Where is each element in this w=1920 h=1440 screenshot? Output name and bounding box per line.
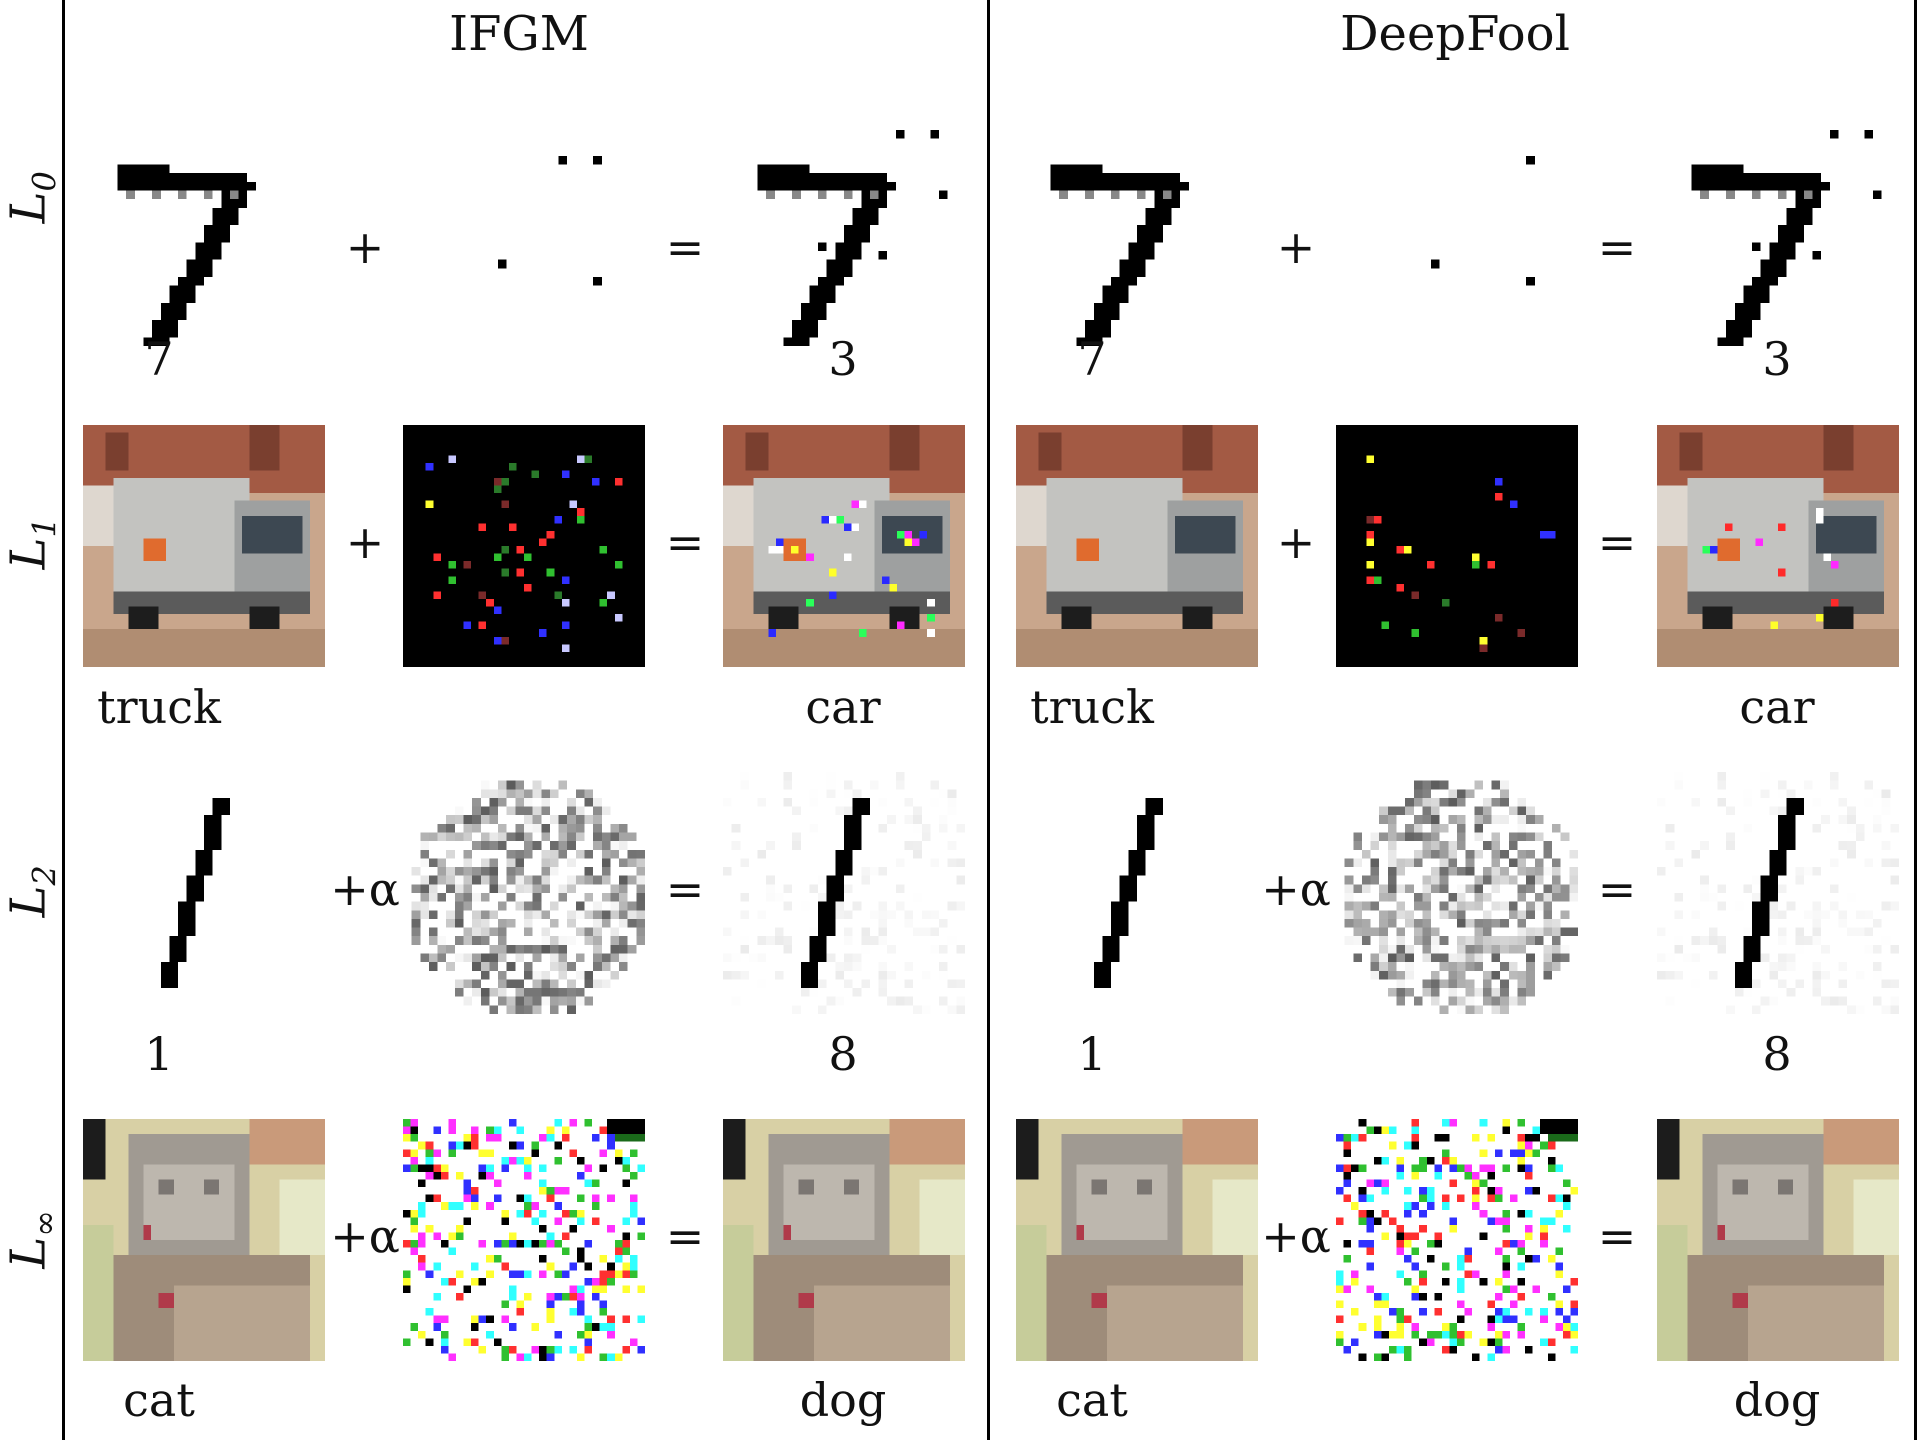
deepfool-l2-plus-operator: +α — [1261, 862, 1331, 916]
deepfool-l2-adversarial-image — [1657, 772, 1899, 1014]
ifgm-l2-adversarial-image-canvas — [723, 772, 965, 1014]
ifgm-l2-perturbation-image — [403, 772, 645, 1014]
deepfool-l0-original-image-canvas — [1016, 130, 1258, 372]
deepfool-linf-original-label: cat — [1056, 1373, 1128, 1427]
ifgm-l0-plus-operator: + — [345, 220, 385, 274]
deepfool-linf-perturbation-image — [1336, 1119, 1578, 1361]
deepfool-linf-plus-operator: +α — [1261, 1209, 1331, 1263]
row-label-linf: L∞ — [0, 1210, 64, 1269]
ifgm-l0-original-image — [83, 130, 325, 372]
deepfool-l0-adversarial-label: 3 — [1762, 332, 1792, 386]
deepfool-l1-plus-operator: + — [1276, 515, 1316, 569]
deepfool-linf-adversarial-label: dog — [1733, 1373, 1821, 1427]
ifgm-linf-perturbation-image-canvas — [403, 1119, 645, 1361]
deepfool-l0-plus-operator: + — [1276, 220, 1316, 274]
deepfool-l1-adversarial-label: car — [1739, 680, 1815, 734]
deepfool-l0-perturbation-image-canvas — [1336, 130, 1578, 372]
deepfool-l0-original-image — [1016, 130, 1258, 372]
ifgm-l0-original-label: 7 — [144, 332, 174, 386]
ifgm-l2-plus-operator: +α — [330, 862, 400, 916]
ifgm-l0-perturbation-image-canvas — [403, 130, 645, 372]
ifgm-l1-original-label: truck — [97, 680, 221, 734]
row-label-l0: L0 — [0, 171, 64, 224]
row-label-l2: L2 — [0, 865, 64, 918]
deepfool-l1-perturbation-image — [1336, 425, 1578, 667]
ifgm-linf-perturbation-image — [403, 1119, 645, 1361]
deepfool-l2-perturbation-image-canvas — [1336, 772, 1578, 1014]
ifgm-l2-original-label: 1 — [144, 1027, 174, 1081]
deepfool-l1-equals-operator: = — [1597, 515, 1637, 569]
deepfool-l1-original-image-canvas — [1016, 425, 1258, 667]
deepfool-l1-adversarial-image — [1657, 425, 1899, 667]
ifgm-l1-adversarial-label: car — [805, 680, 881, 734]
ifgm-l0-adversarial-image-canvas — [723, 130, 965, 372]
ifgm-l0-adversarial-label: 3 — [828, 332, 858, 386]
deepfool-l2-original-image — [1016, 772, 1258, 1014]
ifgm-l0-equals-operator: = — [665, 220, 705, 274]
ifgm-l1-adversarial-image — [723, 425, 965, 667]
row-label-l1: L1 — [0, 517, 64, 570]
ifgm-l2-equals-operator: = — [665, 862, 705, 916]
ifgm-l1-original-image — [83, 425, 325, 667]
ifgm-linf-original-image — [83, 1119, 325, 1361]
deepfool-linf-adversarial-image-canvas — [1657, 1119, 1899, 1361]
ifgm-l0-perturbation-image — [403, 130, 645, 372]
ifgm-l1-perturbation-image-canvas — [403, 425, 645, 667]
deepfool-linf-original-image — [1016, 1119, 1258, 1361]
ifgm-l1-plus-operator: + — [345, 515, 385, 569]
ifgm-l1-perturbation-image — [403, 425, 645, 667]
ifgm-l2-perturbation-image-canvas — [403, 772, 645, 1014]
deepfool-l1-original-image — [1016, 425, 1258, 667]
deepfool-l2-equals-operator: = — [1597, 862, 1637, 916]
ifgm-linf-adversarial-label: dog — [799, 1373, 887, 1427]
deepfool-l2-adversarial-label: 8 — [1762, 1027, 1792, 1081]
ifgm-l0-adversarial-image — [723, 130, 965, 372]
deepfool-l0-adversarial-image-canvas — [1657, 130, 1899, 372]
ifgm-l2-original-image — [83, 772, 325, 1014]
ifgm-l2-adversarial-label: 8 — [828, 1027, 858, 1081]
ifgm-l1-original-image-canvas — [83, 425, 325, 667]
deepfool-l1-perturbation-image-canvas — [1336, 425, 1578, 667]
ifgm-l1-equals-operator: = — [665, 515, 705, 569]
deepfool-linf-original-image-canvas — [1016, 1119, 1258, 1361]
deepfool-l0-equals-operator: = — [1597, 220, 1637, 274]
ifgm-linf-equals-operator: = — [665, 1209, 705, 1263]
column-title-deepfool: DeepFool — [1340, 6, 1570, 62]
ifgm-linf-adversarial-image — [723, 1119, 965, 1361]
deepfool-l2-original-label: 1 — [1077, 1027, 1107, 1081]
deepfool-linf-perturbation-image-canvas — [1336, 1119, 1578, 1361]
ifgm-linf-original-label: cat — [123, 1373, 195, 1427]
deepfool-l0-perturbation-image — [1336, 130, 1578, 372]
deepfool-l2-perturbation-image — [1336, 772, 1578, 1014]
ifgm-l2-adversarial-image — [723, 772, 965, 1014]
deepfool-linf-equals-operator: = — [1597, 1209, 1637, 1263]
ifgm-linf-adversarial-image-canvas — [723, 1119, 965, 1361]
deepfool-l0-adversarial-image — [1657, 130, 1899, 372]
deepfool-linf-adversarial-image — [1657, 1119, 1899, 1361]
left-border — [62, 0, 65, 1440]
deepfool-l1-original-label: truck — [1030, 680, 1154, 734]
ifgm-l1-adversarial-image-canvas — [723, 425, 965, 667]
ifgm-linf-original-image-canvas — [83, 1119, 325, 1361]
deepfool-l2-adversarial-image-canvas — [1657, 772, 1899, 1014]
deepfool-l2-original-image-canvas — [1016, 772, 1258, 1014]
right-border — [1914, 0, 1917, 1440]
column-title-ifgm: IFGM — [449, 6, 589, 62]
deepfool-l1-adversarial-image-canvas — [1657, 425, 1899, 667]
ifgm-l2-original-image-canvas — [83, 772, 325, 1014]
ifgm-l0-original-image-canvas — [83, 130, 325, 372]
deepfool-l0-original-label: 7 — [1077, 332, 1107, 386]
center-divider — [987, 0, 990, 1440]
ifgm-linf-plus-operator: +α — [330, 1209, 400, 1263]
